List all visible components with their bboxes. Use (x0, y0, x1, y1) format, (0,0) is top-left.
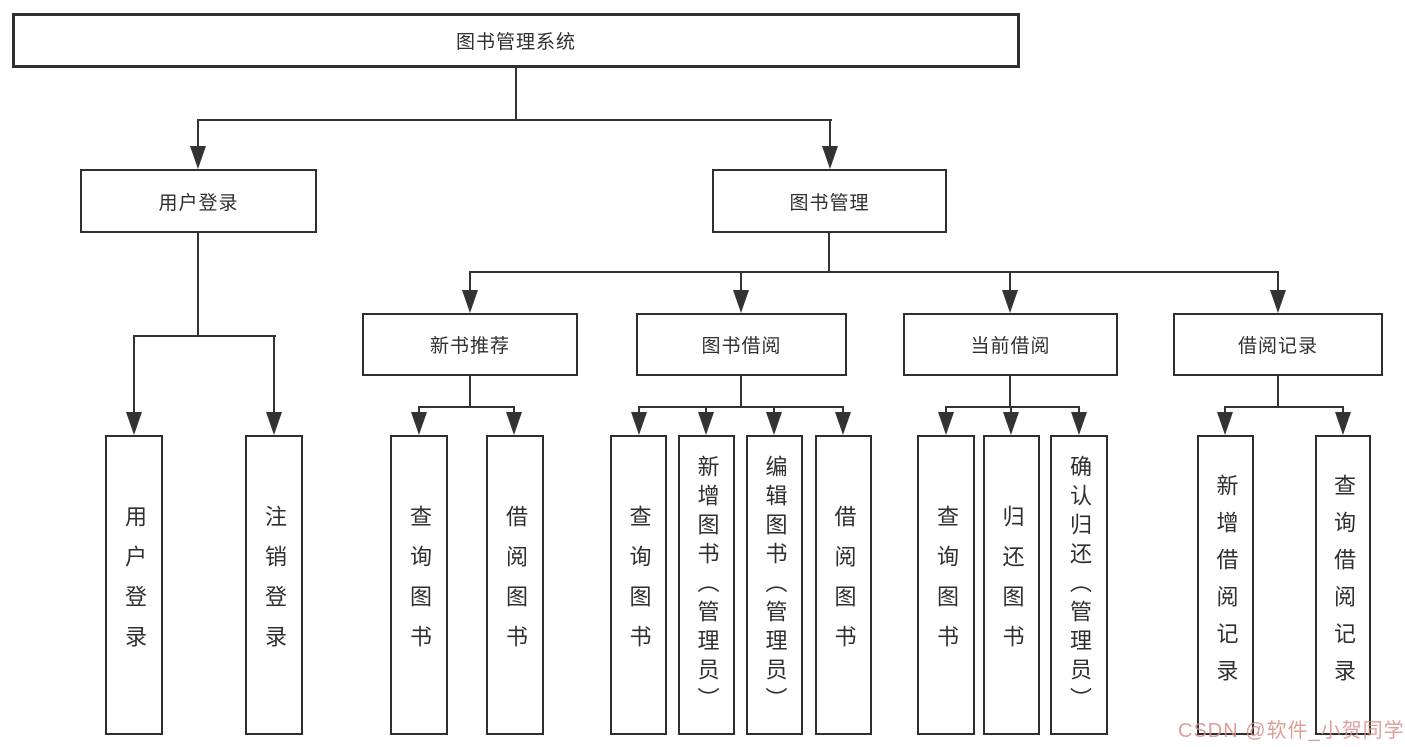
leaf-cb-return-book-label: 归还图书 (999, 505, 1025, 665)
connector-drop-bb-borrow (842, 406, 844, 416)
node-new-book-rec: 新书推荐 (362, 313, 578, 376)
connector-root-drop-right (829, 119, 831, 148)
connector-drop-book-borrow (740, 271, 742, 292)
arrowhead-book-mgmt (822, 146, 838, 169)
csdn-watermark: CSDN @软件_小贺同学 (1178, 720, 1405, 742)
leaf-bb-query-book-label: 查询图书 (626, 505, 652, 665)
connector-drop-current-borrow (1009, 271, 1011, 292)
leaf-bb-edit-book-label: 编辑图书（管理员） (762, 454, 788, 716)
arrowhead-rec-query (411, 412, 427, 435)
arrowhead-book-borrow (733, 290, 749, 313)
connector-drop-cb-return (1010, 406, 1012, 416)
connector-drop-bb-query (638, 406, 640, 416)
connector-current-borrow-bar (945, 406, 1080, 408)
leaf-user-login: 用户登录 (105, 435, 163, 735)
node-user-login-label: 用户登录 (158, 192, 239, 214)
leaf-bb-query-book: 查询图书 (610, 435, 667, 735)
arrowhead-br-add (1217, 412, 1233, 435)
connector-drop-cb-confirm (1078, 406, 1080, 416)
leaf-bb-borrow-book-label: 借阅图书 (831, 505, 857, 665)
connector-drop-rec-query (418, 406, 420, 416)
connector-drop-bb-add (705, 406, 707, 416)
node-new-book-rec-label: 新书推荐 (429, 336, 510, 357)
node-book-mgmt: 图书管理 (712, 169, 947, 233)
connector-user-login-trunk (197, 233, 199, 337)
node-book-borrow-label: 图书借阅 (701, 336, 782, 357)
connector-book-mgmt-bar (469, 271, 1279, 273)
connector-drop-leaf-logout (273, 335, 275, 414)
connector-current-borrow-trunk (1009, 376, 1011, 408)
connector-drop-br-query (1342, 406, 1344, 416)
arrowhead-br-query (1335, 412, 1351, 435)
connector-root-drop-left (197, 119, 199, 148)
node-current-borrow: 当前借阅 (903, 313, 1118, 376)
connector-drop-borrow-record (1277, 271, 1279, 292)
leaf-bb-edit-book: 编辑图书（管理员） (746, 435, 803, 735)
node-current-borrow-label: 当前借阅 (970, 336, 1051, 357)
node-borrow-record-label: 借阅记录 (1237, 336, 1318, 357)
arrowhead-leaf-user-login (126, 412, 142, 435)
leaf-br-add-record-label: 新增借阅记录 (1213, 474, 1239, 696)
arrowhead-rec-borrow (506, 412, 522, 435)
node-borrow-record: 借阅记录 (1173, 313, 1383, 376)
connector-drop-rec-borrow (513, 406, 515, 416)
connector-root-bar (197, 119, 832, 121)
connector-borrow-record-trunk (1277, 376, 1279, 408)
leaf-cb-query-book: 查询图书 (917, 435, 975, 735)
connector-book-borrow-bar (638, 406, 844, 408)
leaf-cb-query-book-label: 查询图书 (934, 505, 959, 665)
leaf-cb-confirm-return-label: 确认归还（管理员） (1067, 454, 1092, 716)
leaf-br-query-record-label: 查询借阅记录 (1331, 474, 1356, 696)
connector-root-trunk (515, 68, 517, 121)
arrowhead-bb-borrow (835, 412, 851, 435)
connector-drop-new-book-rec (469, 271, 471, 292)
connector-drop-br-add (1224, 406, 1226, 416)
leaf-rec-borrow-book-label: 借阅图书 (503, 505, 528, 665)
arrowhead-cb-query (938, 412, 954, 435)
leaf-logout-label: 注销登录 (262, 505, 287, 665)
node-root: 图书管理系统 (12, 13, 1020, 68)
leaf-br-query-record: 查询借阅记录 (1315, 435, 1371, 735)
leaf-bb-add-book-label: 新增图书（管理员） (694, 454, 720, 716)
node-book-borrow: 图书借阅 (636, 313, 847, 376)
arrowhead-cb-confirm (1071, 412, 1087, 435)
arrowhead-new-book-rec (462, 290, 478, 313)
leaf-user-login-label: 用户登录 (122, 505, 147, 665)
connector-user-login-bar (133, 335, 276, 337)
leaf-bb-borrow-book: 借阅图书 (815, 435, 872, 735)
node-user-login: 用户登录 (80, 169, 317, 233)
connector-new-book-rec-trunk (469, 376, 471, 408)
connector-drop-cb-query (945, 406, 947, 416)
leaf-rec-query-book-label: 查询图书 (407, 505, 432, 665)
connector-book-mgmt-trunk (828, 233, 830, 273)
leaf-br-add-record: 新增借阅记录 (1197, 435, 1254, 735)
arrowhead-cb-return (1003, 412, 1019, 435)
leaf-rec-query-book: 查询图书 (390, 435, 448, 735)
leaf-logout: 注销登录 (245, 435, 303, 735)
leaf-rec-borrow-book: 借阅图书 (486, 435, 544, 735)
leaf-bb-add-book: 新增图书（管理员） (678, 435, 735, 735)
node-root-label: 图书管理系统 (455, 32, 576, 53)
arrowhead-bb-edit (766, 412, 782, 435)
arrowhead-bb-query (631, 412, 647, 435)
node-book-mgmt-label: 图书管理 (789, 192, 870, 214)
connector-new-book-rec-bar (418, 406, 515, 408)
leaf-cb-confirm-return: 确认归还（管理员） (1050, 435, 1108, 735)
connector-book-borrow-trunk (740, 376, 742, 408)
leaf-cb-return-book: 归还图书 (983, 435, 1040, 735)
connector-drop-leaf-user-login (133, 335, 135, 414)
arrowhead-borrow-record (1270, 290, 1286, 313)
arrowhead-leaf-logout (266, 412, 282, 435)
arrowhead-current-borrow (1002, 290, 1018, 313)
connector-drop-bb-edit (773, 406, 775, 416)
arrowhead-user-login (190, 146, 206, 169)
connector-borrow-record-bar (1224, 406, 1344, 408)
arrowhead-bb-add (698, 412, 714, 435)
